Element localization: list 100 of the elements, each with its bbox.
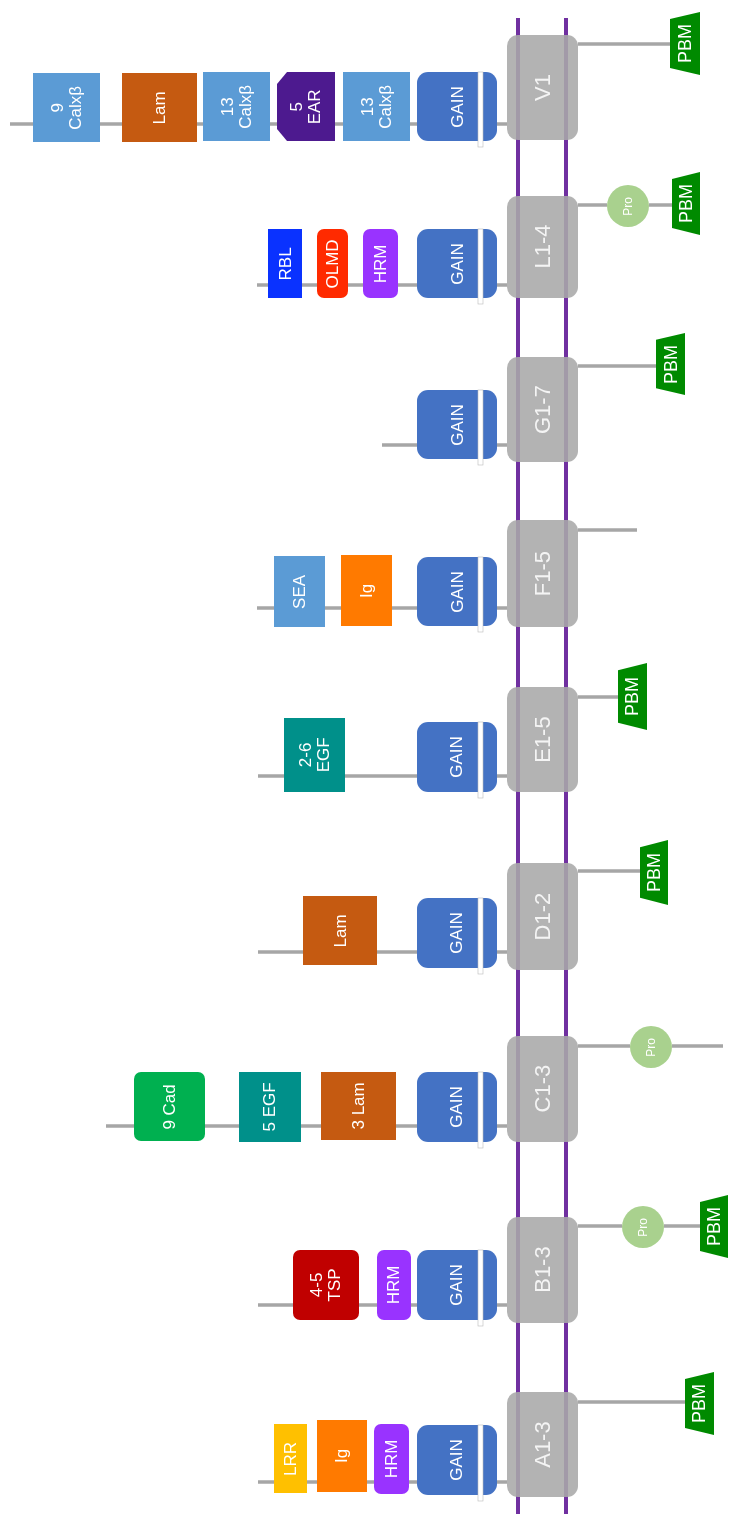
domain-label: GAIN xyxy=(448,1438,466,1483)
domain-box xyxy=(377,1250,411,1320)
domain-label: OLMD xyxy=(323,237,342,291)
backbone-line xyxy=(301,1124,321,1128)
backbone-line xyxy=(497,1303,507,1307)
backbone-line xyxy=(205,1124,239,1128)
backbone-line xyxy=(377,950,417,954)
gain-domain-box xyxy=(417,1072,497,1142)
domain-label: 5 EAR xyxy=(288,88,324,126)
gain-domain-box xyxy=(417,722,497,792)
pbm-flag xyxy=(700,1195,728,1258)
domain-label: LRR xyxy=(281,1440,300,1478)
backbone-line xyxy=(325,606,341,610)
domain-label: 5 EGF xyxy=(261,1081,279,1134)
transmembrane-box xyxy=(507,1217,578,1323)
domain-label: PBM xyxy=(704,1206,724,1248)
transmembrane-box xyxy=(507,357,578,462)
domain-label: SEA xyxy=(290,573,309,611)
domain-label: Lam xyxy=(331,912,349,950)
proline-circle xyxy=(630,1026,672,1068)
gain-domain-box xyxy=(417,898,497,968)
domain-label: HRM xyxy=(382,1438,401,1481)
domain-label: PBM xyxy=(690,1383,709,1425)
gain-domain-box xyxy=(417,390,497,459)
domain-label: G1-7 xyxy=(530,384,555,436)
domain-label: A1-3 xyxy=(530,1420,555,1470)
domain-label: V1 xyxy=(530,73,555,103)
pbm-flag xyxy=(656,333,685,395)
domain-label: RBL xyxy=(276,245,294,283)
domain-label: Pro xyxy=(644,1036,658,1059)
domain-box xyxy=(321,1072,396,1140)
pbm-flag xyxy=(618,663,647,730)
backbone-line xyxy=(497,283,507,287)
domain-box xyxy=(274,556,325,627)
domain-box xyxy=(317,1420,367,1492)
backbone-line xyxy=(270,122,277,126)
backbone-line xyxy=(578,528,637,532)
domain-label: GAIN xyxy=(448,569,466,615)
backbone-line xyxy=(578,42,670,46)
backbone-line xyxy=(258,774,284,778)
domain-label: GAIN xyxy=(448,1263,466,1308)
domain-box xyxy=(277,72,335,141)
gain-domain-box xyxy=(417,1425,497,1495)
domain-label: 2-6 EGF xyxy=(296,736,333,775)
backbone-line xyxy=(578,1224,622,1228)
domain-box xyxy=(203,72,270,141)
domain-label: 3 Lam xyxy=(349,1081,368,1132)
backbone-line xyxy=(578,364,656,368)
domain-label: 4-5 TSP xyxy=(308,1267,344,1304)
backbone-line xyxy=(578,695,618,699)
domain-box xyxy=(134,1072,205,1141)
pbm-flag xyxy=(640,840,668,905)
backbone-line xyxy=(307,1480,317,1484)
backbone-line xyxy=(497,122,507,126)
domain-box xyxy=(363,229,398,298)
backbone-line xyxy=(258,1480,274,1484)
domain-label: D1-2 xyxy=(530,891,555,943)
proline-circle xyxy=(622,1206,664,1248)
transmembrane-box xyxy=(507,35,578,140)
domain-label: PBM xyxy=(676,183,696,225)
backbone-line xyxy=(578,869,640,873)
domain-label: HRM xyxy=(371,243,390,285)
domain-box xyxy=(374,1424,409,1494)
backbone-line xyxy=(302,283,317,287)
backbone-line xyxy=(664,1224,700,1228)
domain-box xyxy=(239,1072,301,1142)
transmembrane-box xyxy=(507,687,578,792)
domain-label: GAIN xyxy=(448,735,466,780)
backbone-line xyxy=(359,1303,377,1307)
backbone-line xyxy=(106,1124,134,1128)
backbone-line xyxy=(410,122,417,126)
domain-box xyxy=(293,1250,359,1320)
backbone-line xyxy=(398,283,417,287)
domain-box xyxy=(274,1424,307,1493)
domain-label: 13 Calxβ xyxy=(358,83,395,131)
backbone-line xyxy=(578,1044,630,1048)
domain-label: 9 Cad xyxy=(160,1082,179,1132)
backbone-line xyxy=(578,1400,685,1404)
gain-domain-box xyxy=(417,229,497,298)
backbone-line xyxy=(409,1480,417,1484)
domain-label: PBM xyxy=(661,343,680,386)
backbone-line xyxy=(335,122,343,126)
domain-label: PBM xyxy=(675,23,695,65)
backbone-line xyxy=(497,606,507,610)
pbm-flag xyxy=(670,12,700,75)
backbone-line xyxy=(10,122,33,126)
domain-label: B1-3 xyxy=(530,1245,555,1296)
backbone-line xyxy=(100,122,122,126)
domain-label: GAIN xyxy=(448,402,466,448)
domain-label: Ig xyxy=(333,1447,351,1466)
domain-label: PBM xyxy=(644,852,664,894)
backbone-line xyxy=(392,606,417,610)
domain-label: Lam xyxy=(150,89,169,127)
domain-box xyxy=(284,718,345,792)
transmembrane-box xyxy=(507,520,578,627)
backbone-line xyxy=(367,1480,374,1484)
domain-label: HRM xyxy=(385,1264,403,1307)
transmembrane-box xyxy=(507,1392,578,1497)
backbone-line xyxy=(396,1124,417,1128)
gain-domain-box xyxy=(417,1250,497,1320)
